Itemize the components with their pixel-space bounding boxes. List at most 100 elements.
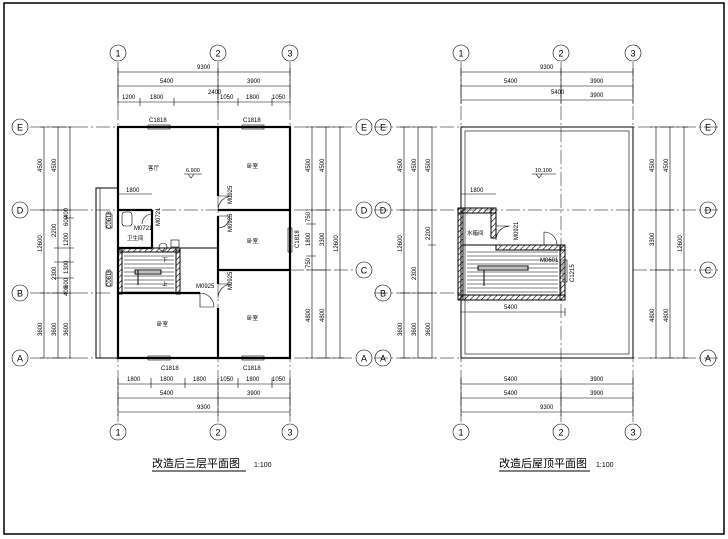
svg-text:2300: 2300 [412, 266, 418, 280]
grid-bubble-3-top: 3 [281, 44, 299, 62]
roof-grid-bubble-A-west: A [374, 349, 392, 367]
door-m0925-a: M0925 [228, 185, 234, 204]
window-c0618-west-2: C0618 [107, 269, 113, 287]
left-dims-top: 9300 5400 3900 2400 1200 1800 1050 1800 … [117, 65, 291, 106]
roof-dim-1800: 1800 [470, 188, 484, 194]
svg-text:2200: 2200 [52, 223, 58, 237]
svg-text:4500: 4500 [398, 158, 404, 172]
svg-text:C: C [361, 266, 368, 276]
window-c1818-top-left: C1818 [149, 118, 167, 124]
svg-text:1800: 1800 [127, 377, 141, 383]
grid-bubble-E-east: E [355, 118, 373, 136]
roof-grid-bubble-1-bottom: 1 [452, 423, 470, 441]
left-dims-east: 4500 750 1800 750 4800 4500 3300 4800 12… [306, 126, 344, 359]
svg-text:9300: 9300 [540, 65, 554, 71]
window-c1818-bottom-right: C1818 [243, 366, 261, 372]
svg-text:A: A [705, 354, 711, 364]
svg-text:5400: 5400 [504, 79, 518, 85]
svg-text:12600: 12600 [38, 235, 44, 252]
svg-text:750: 750 [306, 257, 312, 268]
svg-text:4500: 4500 [412, 158, 418, 172]
svg-text:1800: 1800 [193, 377, 207, 383]
roof-grid-bubble-3-top: 3 [624, 44, 642, 62]
svg-text:3900: 3900 [590, 377, 604, 383]
right-plan-scale: 1:100 [596, 462, 614, 469]
svg-text:3: 3 [630, 49, 635, 59]
right-stair [467, 251, 558, 293]
svg-text:1800: 1800 [150, 95, 164, 101]
svg-text:4800: 4800 [650, 308, 656, 322]
svg-text:1050: 1050 [220, 377, 234, 383]
svg-text:5400: 5400 [504, 391, 518, 397]
window-c0618-west-1: C0618 [107, 211, 113, 229]
roof-grid-bubble-B-west: B [374, 284, 392, 302]
svg-text:9300: 9300 [197, 405, 211, 411]
svg-text:1200: 1200 [64, 232, 70, 246]
roof-plan: 10.100 水箱间 1800 M0921 M0601 C1215 5400 9… [374, 44, 718, 472]
roof-grid-bubble-D-west: D [374, 201, 392, 219]
grid-bubble-D-east: D [355, 201, 373, 219]
svg-text:4500: 4500 [38, 158, 44, 172]
roof-grid-bubble-C-east: C [699, 261, 717, 279]
left-doors [141, 195, 233, 308]
right-axis-lines [374, 62, 718, 422]
grid-bubble-1-top: 1 [109, 44, 127, 62]
grid-bubble-A-east: A [355, 349, 373, 367]
svg-text:4500: 4500 [664, 158, 670, 172]
toilet-icon [121, 211, 133, 227]
room-tank: 水箱间 [467, 229, 484, 237]
svg-text:A: A [17, 354, 23, 364]
svg-text:C: C [705, 266, 712, 276]
svg-text:1050: 1050 [272, 377, 286, 383]
dim-stair: 1800 [126, 188, 140, 194]
roof-grid-bubble-E-east: E [699, 118, 717, 136]
window-c1818-top-right: C1818 [243, 118, 261, 124]
svg-text:E: E [361, 123, 367, 133]
svg-text:1050: 1050 [272, 95, 286, 101]
svg-text:5400: 5400 [504, 377, 518, 383]
svg-text:5400: 5400 [160, 391, 174, 397]
svg-text:3: 3 [630, 428, 635, 438]
svg-text:12600: 12600 [398, 235, 404, 252]
right-grid-bubbles: 1 2 3 1 2 3 E D B A E D C A [374, 44, 717, 441]
room-bed-e: 卧室 [247, 237, 259, 245]
svg-text:3600: 3600 [64, 322, 70, 336]
svg-text:E: E [705, 123, 711, 133]
svg-text:D: D [380, 206, 387, 216]
door-m0925-d: M0925 [196, 284, 215, 290]
window-c1818-bottom-left: C1818 [161, 366, 179, 372]
svg-text:1: 1 [115, 428, 120, 438]
grid-bubble-A-west: A [11, 349, 29, 367]
svg-text:A: A [380, 354, 386, 364]
svg-text:2400: 2400 [208, 90, 222, 96]
svg-text:600: 600 [64, 277, 70, 288]
roof-grid-bubble-1-top: 1 [452, 44, 470, 62]
svg-text:1800: 1800 [246, 95, 260, 101]
room-bed-se: 卧室 [247, 314, 259, 322]
door-m0721-a: M0721 [134, 226, 153, 232]
grid-bubble-3-bottom: 3 [281, 423, 299, 441]
room-living: 客厅 [148, 164, 160, 172]
svg-text:3900: 3900 [247, 391, 261, 397]
left-plan-title: 改造后三层平面图 [152, 456, 240, 470]
grid-bubble-2-top: 2 [209, 44, 227, 62]
svg-text:1800: 1800 [246, 377, 260, 383]
window-c1818-east: C1818 [295, 230, 301, 248]
left-labels: 客厅 6.900 卧室 卧室 卧室 卧室 卫生间 1800 C1818 C181… [107, 118, 301, 372]
svg-text:3300: 3300 [320, 232, 326, 246]
left-dims-bottom: 1800 1800 1800 1050 1800 1050 5400 3900 … [117, 377, 291, 416]
svg-text:1: 1 [115, 49, 120, 59]
svg-text:400: 400 [64, 285, 70, 296]
roof-grid-bubble-E-west: E [374, 118, 392, 136]
svg-text:D: D [705, 206, 712, 216]
svg-text:1800: 1800 [160, 377, 174, 383]
door-m0921: M0921 [514, 221, 520, 240]
svg-text:3: 3 [287, 49, 292, 59]
svg-text:4500: 4500 [52, 158, 58, 172]
svg-text:12600: 12600 [678, 235, 684, 252]
svg-text:E: E [17, 123, 23, 133]
svg-text:2200: 2200 [426, 226, 432, 240]
right-doors [495, 225, 568, 283]
room-bed-sw: 卧室 [157, 320, 169, 328]
svg-text:1800: 1800 [306, 232, 312, 246]
